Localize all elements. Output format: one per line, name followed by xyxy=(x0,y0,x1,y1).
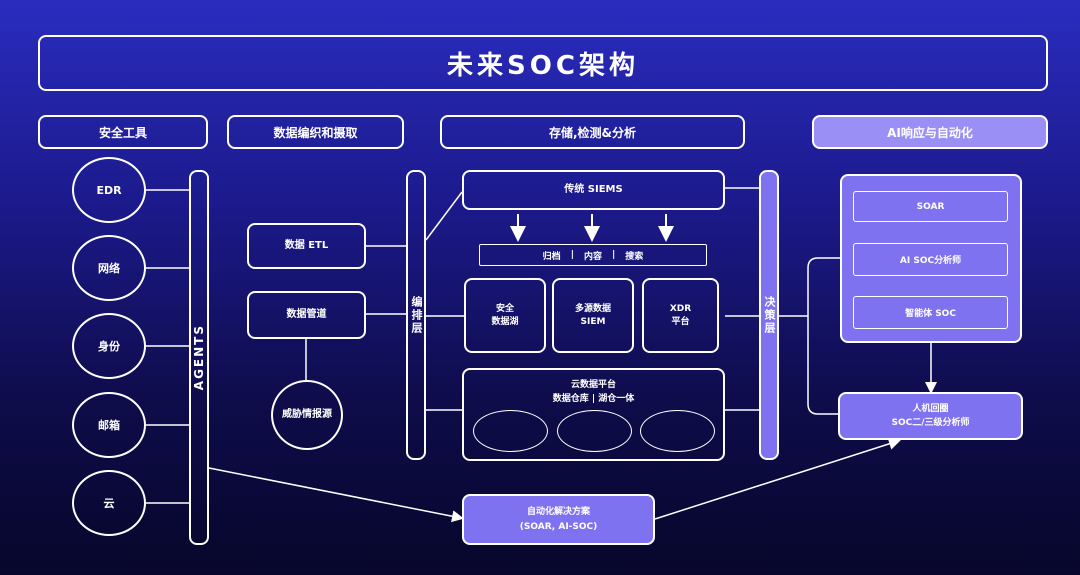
header-storage-detection: 存储,检测&分析 xyxy=(440,115,745,149)
header-security-tools: 安全工具 xyxy=(38,115,208,149)
ai-soc-analyst-box: AI SOC分析师 xyxy=(853,243,1008,276)
agents-label: AGENTS xyxy=(192,324,206,391)
tool-mailbox: 邮箱 xyxy=(72,392,146,458)
cloud-storage-node-1 xyxy=(473,410,548,452)
header-ai-response: AI响应与自动化 xyxy=(812,115,1048,149)
threat-intel-source: 威胁情报源 xyxy=(271,380,343,450)
page-title: 未来SOC架构 xyxy=(38,35,1048,91)
agents-bar: AGENTS xyxy=(189,170,209,545)
decision-layer-bar: 决策层 xyxy=(759,170,779,460)
data-etl-box: 数据 ETL xyxy=(247,223,366,269)
header-orchestration: 数据编织和摄取 xyxy=(227,115,404,149)
orchestration-layer-bar: 编排层 xyxy=(406,170,426,460)
legacy-siems-box: 传统 SIEMS xyxy=(462,170,725,210)
agent-soc-box: 智能体 SOC xyxy=(853,296,1008,329)
security-data-lake-box: 安全数据湖 xyxy=(464,278,546,353)
cloud-platform-subtitle: 数据仓库 | 湖仓一体 xyxy=(552,394,635,404)
automation-solution-box: 自动化解决方案(SOAR, AI-SOC) xyxy=(462,494,655,545)
cloud-storage-node-2 xyxy=(557,410,632,452)
tool-network: 网络 xyxy=(72,235,146,301)
archive-content-search-bar: 归档|内容|搜索 xyxy=(479,244,707,266)
cloud-platform-title: 云数据平台 xyxy=(570,380,616,390)
soar-box: SOAR xyxy=(853,191,1008,222)
orchestration-layer-label: 编排层 xyxy=(410,295,423,335)
tool-cloud: 云 xyxy=(72,470,146,536)
tool-identity: 身份 xyxy=(72,313,146,379)
tool-edr: EDR xyxy=(72,157,146,223)
decision-layer-label: 决策层 xyxy=(763,295,776,335)
cloud-storage-node-3 xyxy=(640,410,715,452)
data-pipeline-box: 数据管道 xyxy=(247,291,366,339)
cloud-data-platform: 云数据平台 数据仓库 | 湖仓一体 xyxy=(462,368,725,461)
